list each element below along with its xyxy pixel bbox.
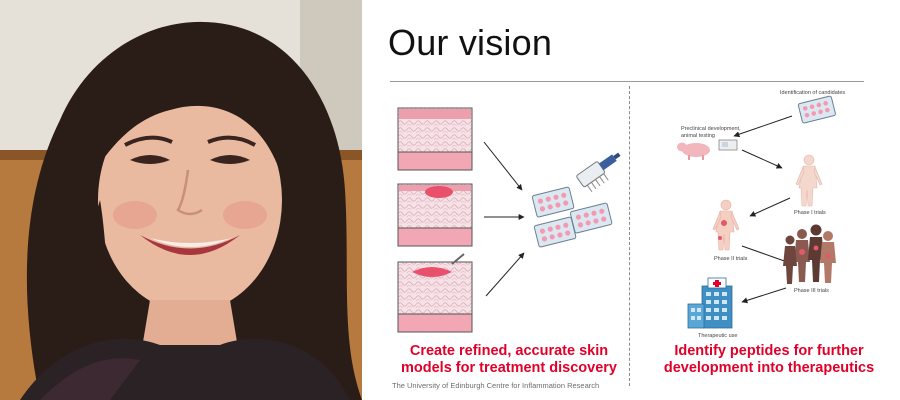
section-divider (629, 86, 630, 386)
skin-model-2 (397, 183, 473, 247)
well-plates (531, 186, 613, 248)
left-caption-line1: Create refined, accurate skin (409, 343, 609, 359)
arrow-phase1-to-phase2 (749, 197, 791, 217)
right-caption-line1: Identify peptides for further (674, 343, 864, 359)
arrow-preclinical-to-phase1 (741, 149, 783, 169)
label-preclinical-1: Preclinical development, (681, 126, 741, 132)
portrait-image (0, 0, 362, 400)
arrow-phase3-to-therapeutic (741, 287, 787, 304)
arrow-identification-to-preclinical (733, 115, 793, 138)
phase1-figure (795, 154, 823, 207)
candidate-plate-icon (797, 95, 836, 124)
phase3-figures (783, 224, 836, 284)
arrow-phase2-to-phase3 (741, 245, 791, 265)
label-identification: Identification of candidates (780, 90, 845, 96)
title-divider (390, 81, 864, 82)
multichannel-pipette-icon (576, 152, 621, 193)
label-phase2: Phase II trials (714, 256, 748, 262)
right-caption-line2: development into therapeutics (663, 360, 875, 376)
label-preclinical-2: animal testing (681, 133, 715, 139)
skin-model-1 (397, 107, 473, 171)
slide-title: Our vision (388, 22, 553, 63)
right-caption: Identify peptides for further developmen… (649, 343, 889, 377)
label-therapeutic: Therapeutic use (698, 333, 737, 339)
portrait-photo (0, 0, 362, 400)
pig-icon (677, 142, 710, 160)
left-caption-line2: models for treatment discovery (401, 360, 617, 376)
skin-model-3 (397, 253, 473, 333)
left-caption: Create refined, accurate skin models for… (390, 343, 628, 377)
hospital-icon (687, 277, 733, 329)
credit-text: The University of Edinburgh Centre for I… (392, 381, 600, 390)
label-phase3: Phase III trials (794, 288, 829, 294)
vision-diagram: Identification of candidates Preclinical… (397, 90, 845, 339)
phase2-figure (712, 199, 740, 251)
lab-tray-icon (718, 139, 738, 151)
vision-slide: Our vision (362, 0, 900, 400)
arrow-model1-to-plates (483, 141, 523, 191)
label-phase1: Phase I trials (794, 210, 826, 216)
arrow-model3-to-plates (485, 252, 525, 297)
